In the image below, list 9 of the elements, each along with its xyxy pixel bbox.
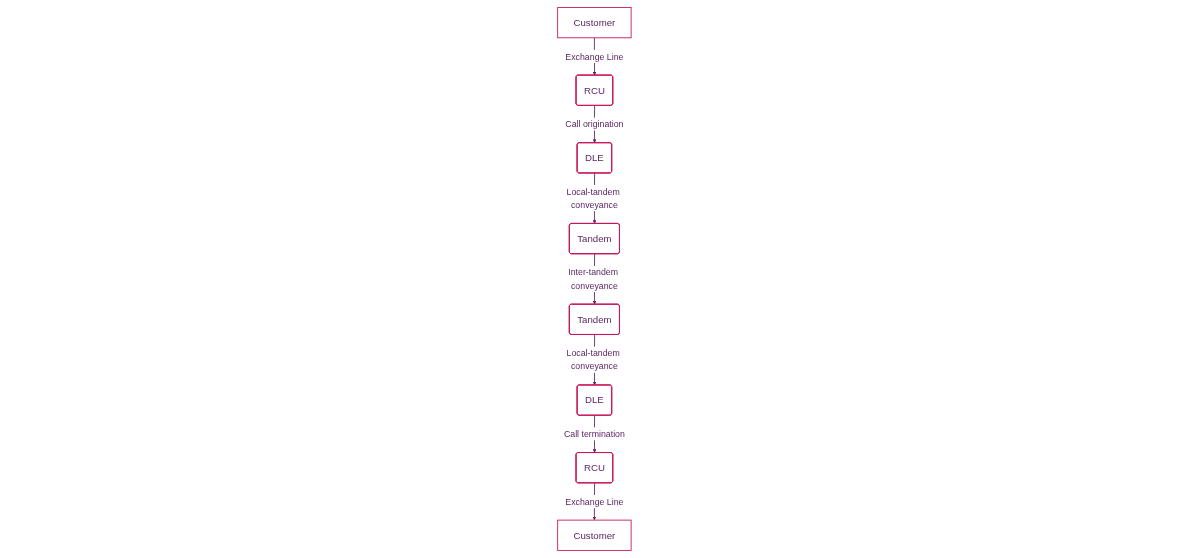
edge-label: Local-tandem conveyance [566,348,620,372]
edge-label: Exchange Line [565,496,624,507]
node-box: Customer [557,519,632,551]
edge-label: Exchange Line [565,51,624,62]
edge-label: Local-tandem conveyance [566,186,620,210]
edge-label: Call termination [564,429,625,439]
edge-label: Inter-tandem conveyance [568,267,619,291]
node-box: Customer [557,7,632,39]
edge-label: Call origination [565,119,624,129]
